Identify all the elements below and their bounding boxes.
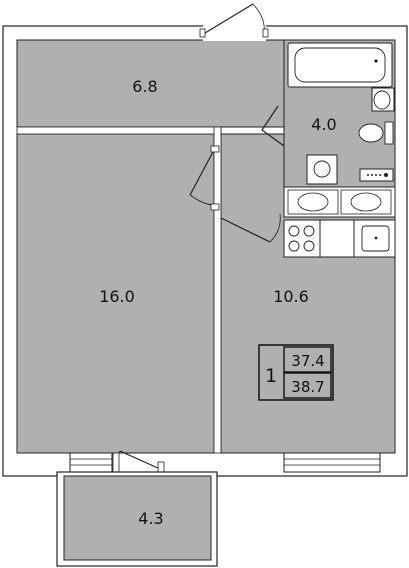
stove-burner xyxy=(288,240,300,252)
summary-total-cell xyxy=(283,372,332,399)
cabinet-box xyxy=(340,189,392,215)
door-jamb xyxy=(157,461,165,473)
bathtub-inner xyxy=(294,47,386,83)
water-heater-dot xyxy=(379,174,381,176)
entrance-door-opening xyxy=(203,25,266,41)
stove-burner xyxy=(303,225,315,237)
door-jamb xyxy=(210,145,220,153)
bedroom-floor xyxy=(16,133,215,454)
bedroom-door-leaf xyxy=(189,149,215,196)
kitchen-sink-drain xyxy=(374,236,378,240)
balcony-floor xyxy=(63,475,212,561)
washing-machine xyxy=(306,154,338,185)
summary-living-cell xyxy=(283,346,332,373)
bedroom-window xyxy=(69,452,113,473)
stove xyxy=(283,219,321,258)
door-jamb xyxy=(112,452,120,473)
total-area-value: 38.7 xyxy=(291,378,324,396)
toilet-tank xyxy=(384,121,394,145)
door-jamb xyxy=(262,28,269,38)
water-heater-dot xyxy=(367,174,369,176)
cabinet-detail xyxy=(350,192,382,212)
kitchen-area-label: 10.6 xyxy=(273,287,309,306)
hall-floor xyxy=(16,39,285,128)
room-count: 1 xyxy=(265,365,277,387)
water-heater-dot xyxy=(384,173,388,177)
kitchen-door-leaf xyxy=(220,217,271,243)
door-jamb xyxy=(199,28,206,38)
toilet-bowl xyxy=(358,123,384,143)
living-area-value: 37.4 xyxy=(291,352,324,370)
area-summary-table: 1 37.4 38.7 xyxy=(258,344,334,401)
cabinet-detail xyxy=(297,192,329,212)
balcony-area-label: 4.3 xyxy=(138,509,163,528)
partition-wall xyxy=(16,126,222,135)
stove-burner xyxy=(288,225,300,237)
bathroom-area-label: 4.0 xyxy=(311,115,336,134)
partition-wall-vertical xyxy=(213,126,222,454)
kitchen-door-swing xyxy=(269,213,281,243)
bathtub-drain xyxy=(374,59,378,63)
door-jamb xyxy=(210,203,220,211)
cabinet-box xyxy=(287,189,339,215)
summary-frame xyxy=(258,344,334,401)
stove-burner xyxy=(303,240,315,252)
entrance-door-leaf xyxy=(204,3,254,34)
kitchen-counter xyxy=(319,219,355,258)
kitchen-window xyxy=(283,452,381,473)
bathroom-sink-bowl xyxy=(373,90,391,110)
balcony-door-leaf xyxy=(119,450,161,470)
bathroom-door-leaf xyxy=(261,105,285,147)
water-heater-dot xyxy=(375,174,377,176)
washing-machine-drum xyxy=(313,160,331,178)
water-heater-dot xyxy=(371,174,373,176)
hall-area-label: 6.8 xyxy=(132,77,157,96)
bedroom-area-label: 16.0 xyxy=(99,287,135,306)
